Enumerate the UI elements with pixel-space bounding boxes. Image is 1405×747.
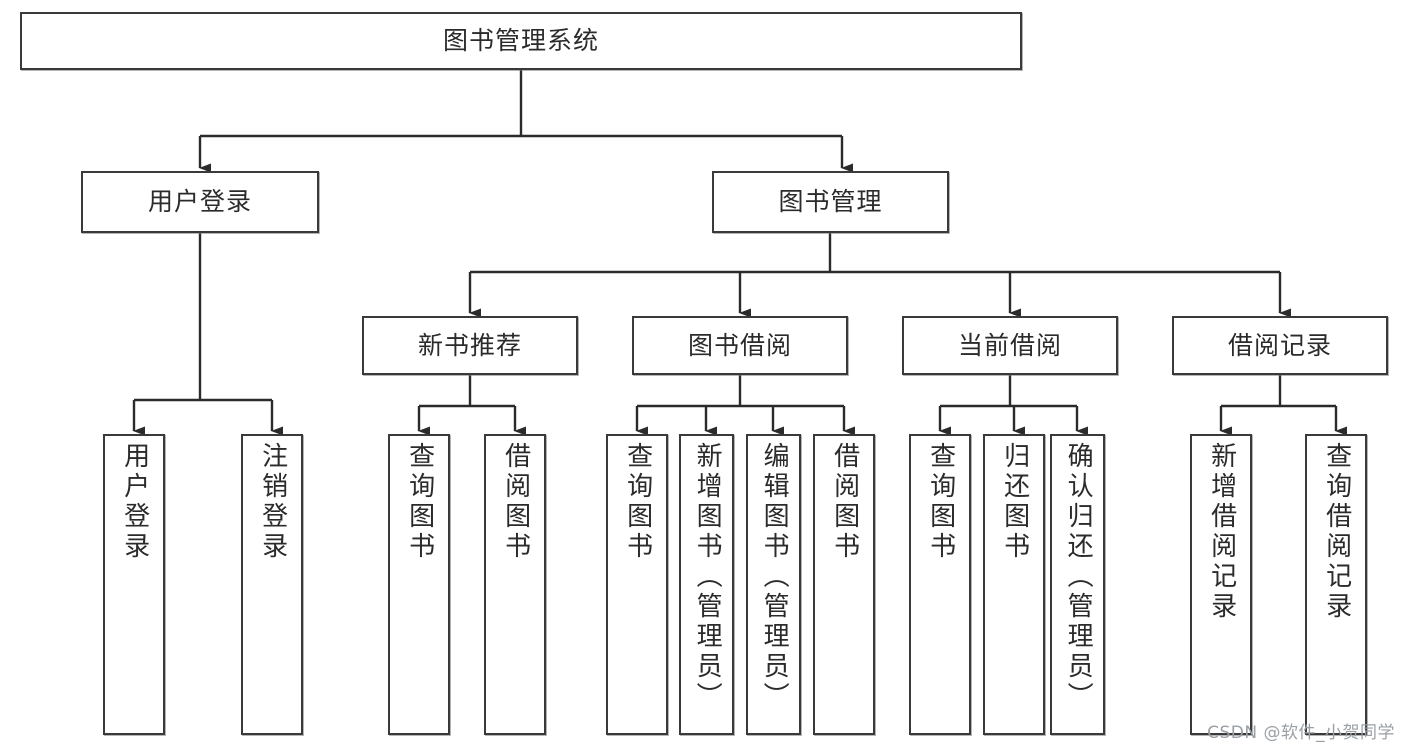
node-leaf-edit-book[interactable]: 编辑图书（管理员） [746,434,801,735]
node-leaf-add-record-label: 新增借阅记录 [1206,442,1237,622]
node-leaf-borrow-book-1-label: 借阅图书 [500,442,531,562]
node-leaf-logout[interactable]: 注销登录 [241,434,303,735]
node-leaf-logout-label: 注销登录 [257,442,288,562]
node-leaf-user-login-label: 用户登录 [119,442,150,562]
node-new-book-recommend[interactable]: 新书推荐 [362,316,578,375]
node-leaf-query-record-label: 查询借阅记录 [1321,442,1352,622]
node-leaf-query-record[interactable]: 查询借阅记录 [1305,434,1367,735]
node-leaf-query-book-1[interactable]: 查询图书 [388,434,450,735]
node-book-manage[interactable]: 图书管理 [712,171,949,233]
node-leaf-confirm-return[interactable]: 确认归还（管理员） [1050,434,1105,735]
node-leaf-add-book-label: 新增图书（管理员） [692,442,723,712]
node-root-label: 图书管理系统 [442,26,599,56]
node-leaf-return-book-label: 归还图书 [999,442,1030,562]
node-leaf-user-login[interactable]: 用户登录 [103,434,165,735]
node-root[interactable]: 图书管理系统 [20,12,1022,70]
node-current-borrow-label: 当前借阅 [957,330,1062,360]
node-book-borrow-label: 图书借阅 [687,330,792,360]
node-leaf-query-book-2[interactable]: 查询图书 [606,434,668,735]
node-leaf-add-book[interactable]: 新增图书（管理员） [679,434,734,735]
node-leaf-borrow-book-2-label: 借阅图书 [829,442,860,562]
node-current-borrow[interactable]: 当前借阅 [902,316,1118,375]
node-leaf-query-book-3[interactable]: 查询图书 [909,434,971,735]
node-leaf-return-book[interactable]: 归还图书 [983,434,1045,735]
node-leaf-query-book-3-label: 查询图书 [925,442,956,562]
node-leaf-borrow-book-1[interactable]: 借阅图书 [484,434,546,735]
node-leaf-query-book-2-label: 查询图书 [622,442,653,562]
node-new-book-recommend-label: 新书推荐 [417,330,522,360]
node-book-borrow[interactable]: 图书借阅 [632,316,848,375]
node-leaf-edit-book-label: 编辑图书（管理员） [759,442,790,712]
node-leaf-borrow-book-2[interactable]: 借阅图书 [813,434,875,735]
node-user-login-label: 用户登录 [147,187,252,217]
csdn-watermark: CSDN @软件_小贺同学 [1207,723,1395,743]
node-leaf-add-record[interactable]: 新增借阅记录 [1190,434,1252,735]
node-leaf-confirm-return-label: 确认归还（管理员） [1063,442,1094,712]
node-book-manage-label: 图书管理 [778,187,883,217]
node-user-login[interactable]: 用户登录 [81,171,319,233]
node-borrow-record-label: 借阅记录 [1227,330,1332,360]
node-borrow-record[interactable]: 借阅记录 [1172,316,1388,375]
node-leaf-query-book-1-label: 查询图书 [404,442,435,562]
